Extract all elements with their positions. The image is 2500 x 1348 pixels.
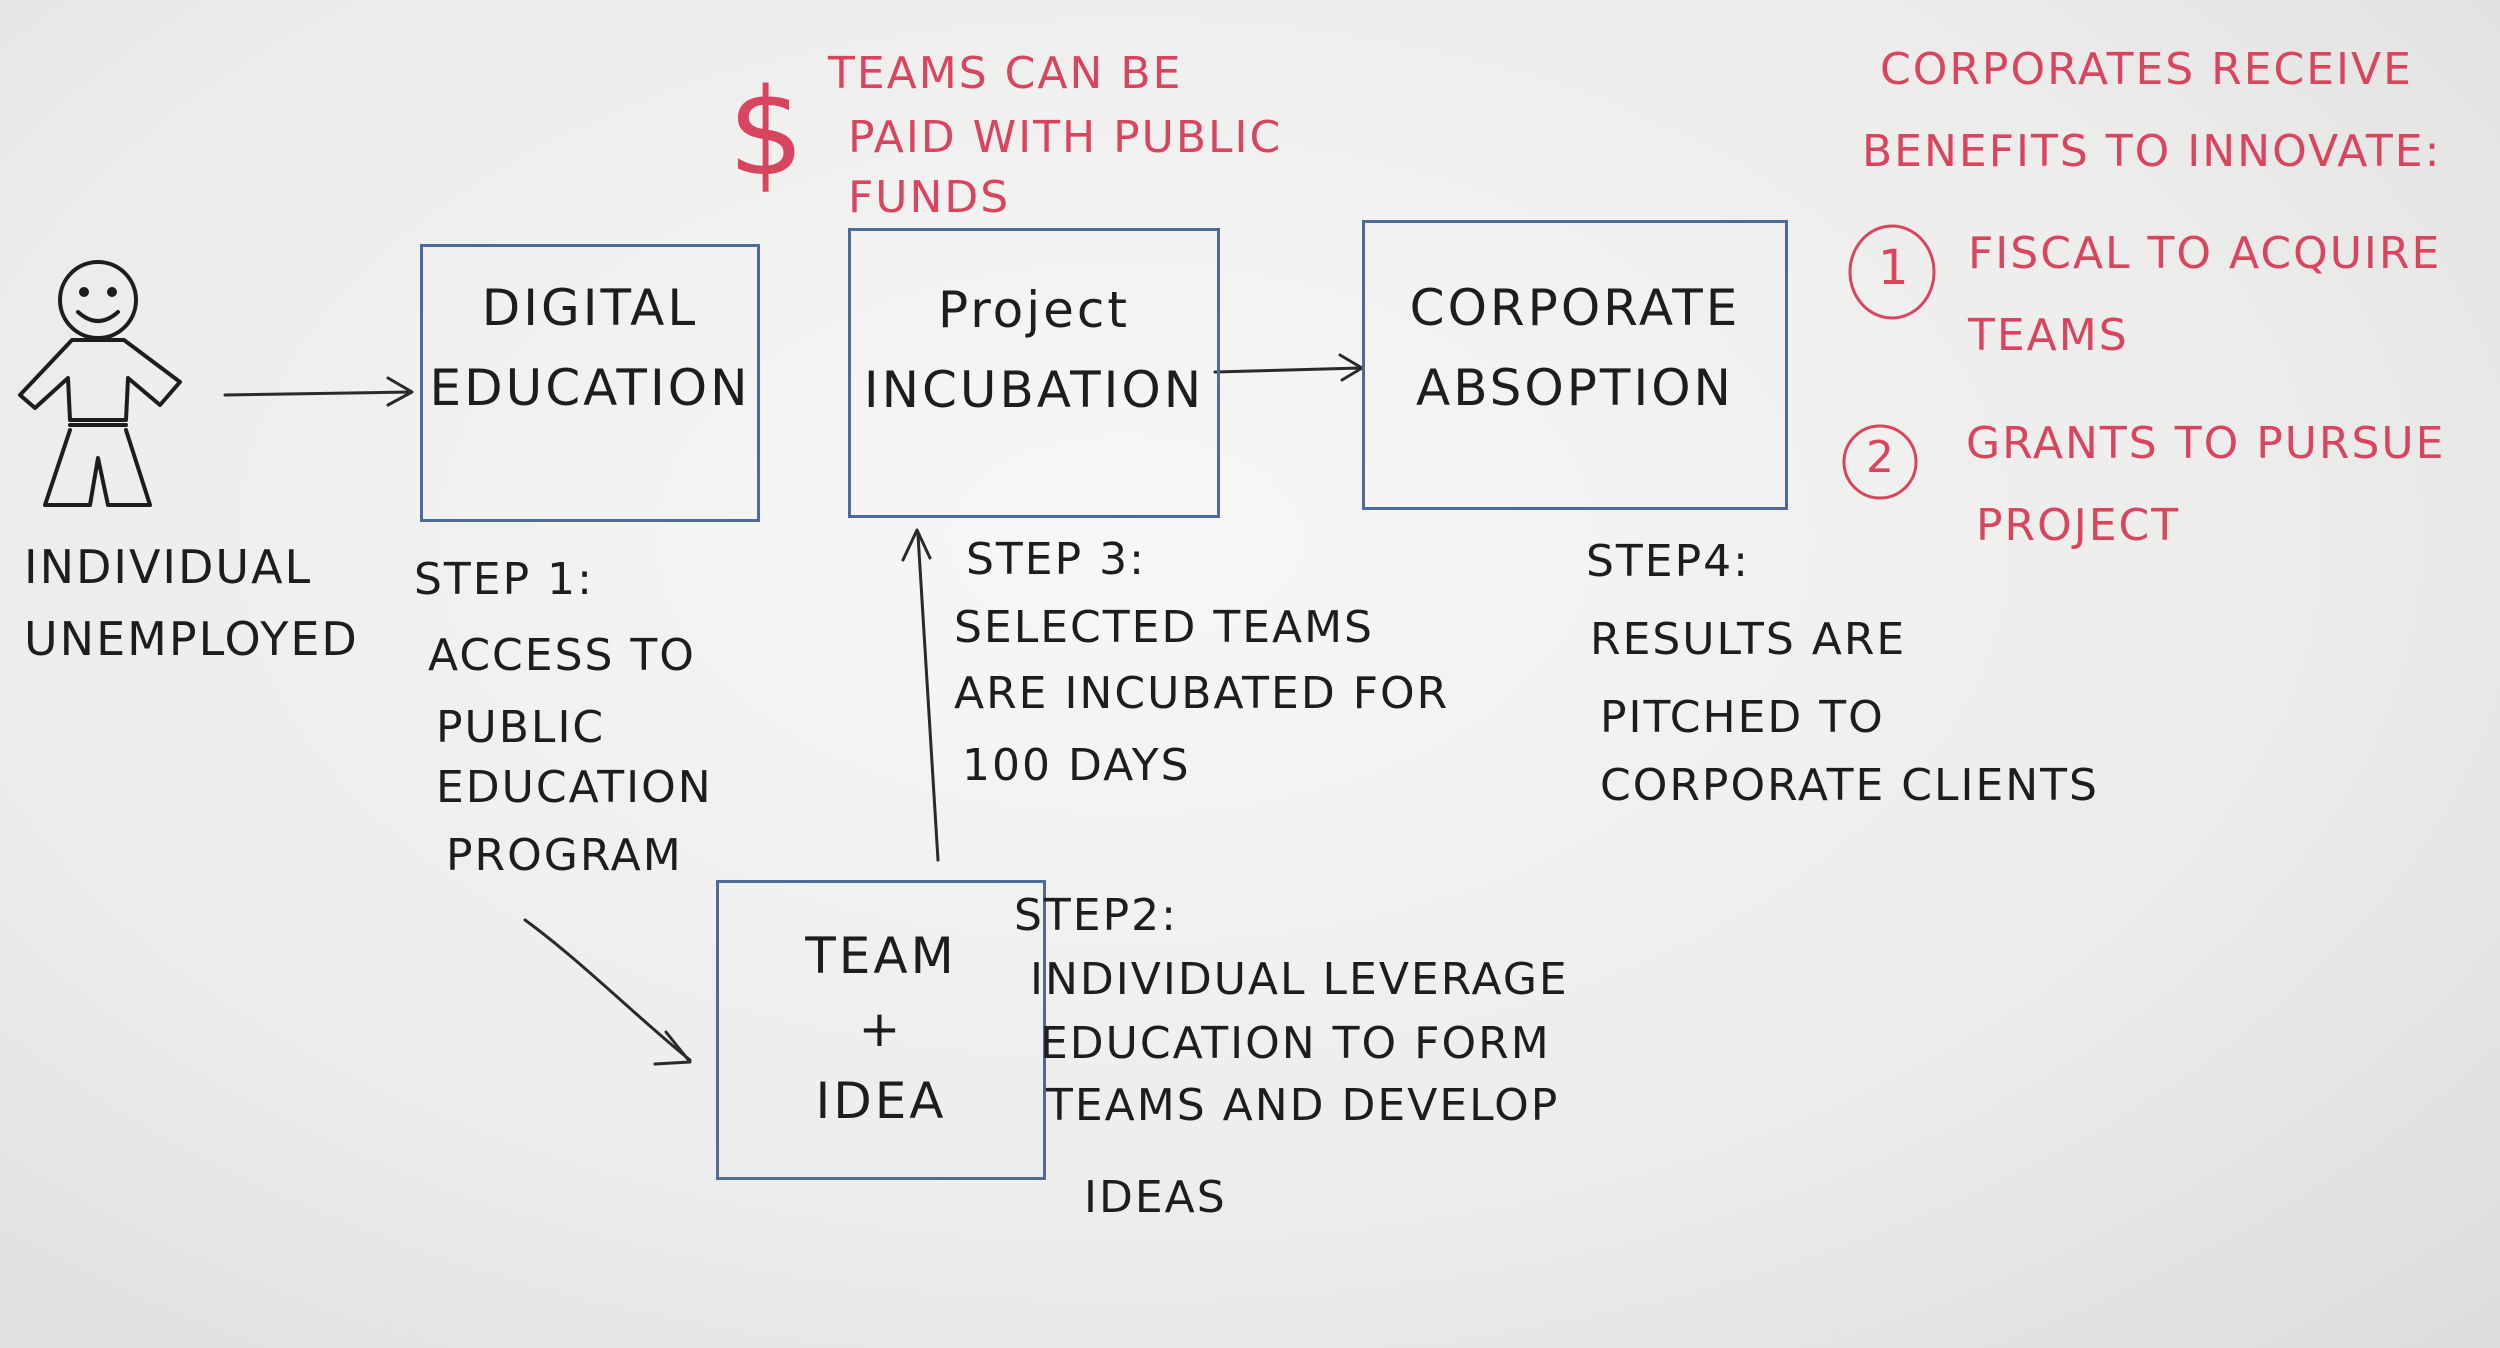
benefit-1-number: 1	[1878, 240, 1909, 296]
dollar-sign-icon: $	[728, 64, 805, 203]
benefit-1-line-2: TEAMS	[1968, 310, 2129, 361]
funds-note-line-2: PAID WITH PUBLIC	[848, 112, 1283, 163]
step2-line-4: IDEAS	[1084, 1172, 1227, 1223]
step1-line-3: EDUCATION	[436, 762, 713, 813]
step1-line-1: ACCESS TO	[428, 630, 696, 681]
person-label-line-1: INDIVIDUAL	[24, 540, 313, 594]
stick-figure-person-icon	[18, 260, 182, 507]
benefit-2-line-1: GRANTS TO PURSUE	[1966, 418, 2446, 469]
arrow-incubation-to-corporate	[1213, 366, 1362, 374]
step2-line-2: EDUCATION TO FORM	[1040, 1018, 1551, 1069]
arrow-step1-to-team	[523, 918, 692, 1062]
project-incubation-label: Project INCUBATION	[863, 281, 1205, 419]
step3-title: STEP 3:	[966, 534, 1146, 585]
step1-line-2: PUBLIC	[436, 702, 606, 753]
step2-line-1: INDIVIDUAL LEVERAGE	[1030, 954, 1569, 1005]
arrow-person-to-education	[223, 390, 412, 397]
project-incubation-box	[848, 228, 1220, 518]
benefits-heading-line-1: CORPORATES RECEIVE	[1880, 44, 2413, 95]
step4-line-1: RESULTS ARE	[1590, 614, 1907, 665]
benefit-1-line-1: FISCAL TO ACQUIRE	[1968, 228, 2442, 279]
step4-line-3: CORPORATE CLIENTS	[1600, 760, 2099, 811]
digital-education-box	[420, 244, 760, 522]
benefit-2-line-2: PROJECT	[1976, 500, 2181, 551]
step2-title: STEP2:	[1014, 890, 1178, 941]
step3-line-2: ARE INCUBATED FOR	[954, 668, 1450, 719]
team-idea-box	[716, 880, 1046, 1180]
step1-line-4: PROGRAM	[446, 830, 683, 881]
step3-line-1: SELECTED TEAMS	[954, 602, 1374, 653]
team-idea-label: TEAM + IDEA	[805, 927, 957, 1130]
step2-line-3: TEAMS AND DEVELOP	[1046, 1080, 1560, 1131]
step3-line-3: 100 DAYS	[962, 740, 1191, 791]
step4-title: STEP4:	[1586, 536, 1750, 587]
corporate-absorption-box	[1362, 220, 1788, 510]
benefit-2-number: 2	[1866, 432, 1894, 483]
benefit-1-circle-icon	[1848, 224, 1936, 320]
funds-note-line-3: FUNDS	[848, 172, 1011, 223]
step1-title: STEP 1:	[414, 554, 594, 605]
arrow-team-to-incubation	[916, 533, 940, 862]
funds-note-line-1: TEAMS CAN BE	[828, 48, 1183, 99]
person-label-line-2: UNEMPLOYED	[24, 612, 359, 666]
benefit-2-circle-icon	[1842, 424, 1918, 500]
corporate-absorption-label: CORPORATE ABSOPTION	[1409, 279, 1741, 417]
benefits-heading-line-2: BENEFITS TO INNOVATE:	[1862, 126, 2442, 177]
step4-line-2: PITCHED TO	[1600, 692, 1885, 743]
digital-education-label: DIGITAL EDUCATION	[429, 279, 751, 417]
